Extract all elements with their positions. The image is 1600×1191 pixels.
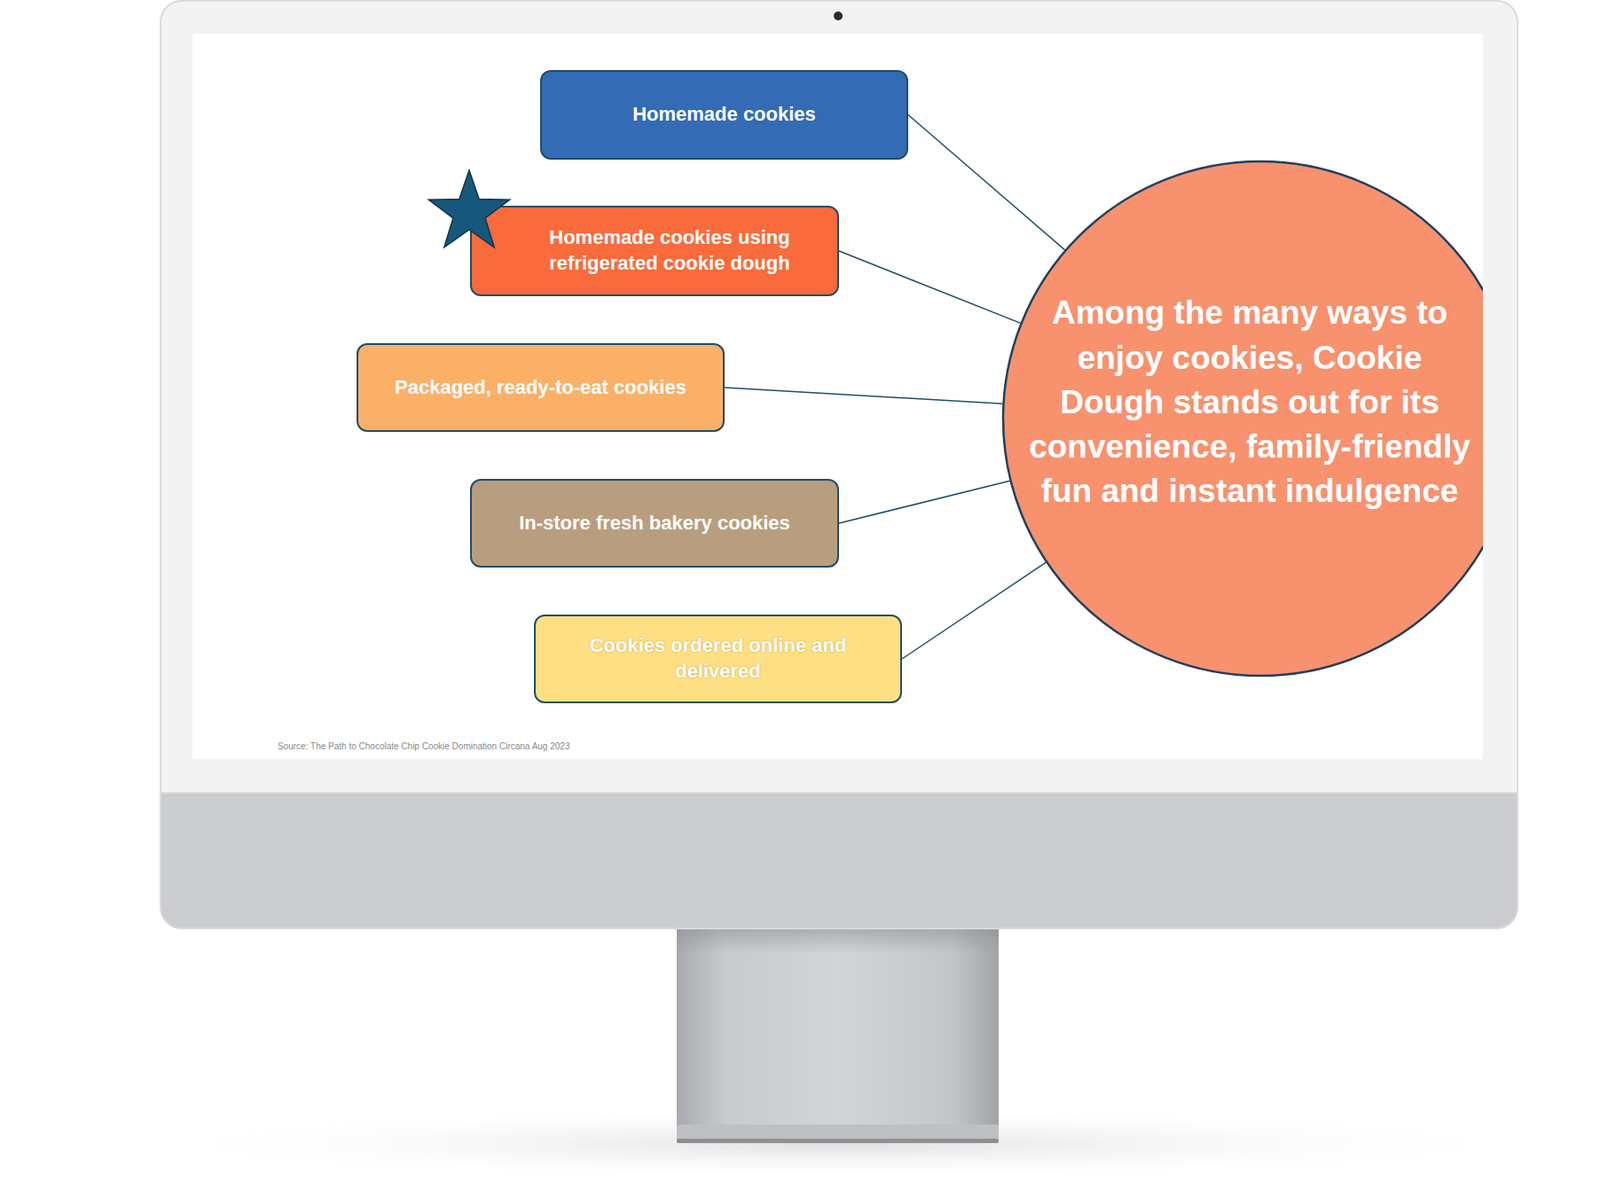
star-shape: [428, 170, 510, 248]
box-label: In-store fresh bakery cookies: [518, 510, 791, 537]
camera: [833, 11, 843, 21]
stand: [676, 926, 999, 1130]
source-note: Source: The Path to Chocolate Chip Cooki…: [277, 741, 570, 752]
channel-box: Packaged, ready-to-eat cookies: [356, 343, 725, 432]
channel-box: Cookies ordered online and delivered: [533, 614, 902, 704]
slide-screen: Homemade cookiesHomemade cookies using r…: [192, 33, 1483, 760]
circle-shape: [1003, 161, 1483, 676]
monitor-body: [160, 0, 1518, 929]
box-label: Homemade cookies using refrigerated cook…: [516, 225, 824, 276]
connector-line: [839, 250, 1021, 323]
connector-line: [724, 387, 1003, 404]
box-label: Cookies ordered online and delivered: [553, 633, 883, 684]
channel-box: In-store fresh bakery cookies: [470, 478, 840, 568]
monitor-bezel: [160, 0, 1518, 793]
channel-box: Homemade cookies: [540, 70, 909, 160]
summary-text: Among the many ways to enjoy cookies, Co…: [1027, 290, 1472, 515]
connector-line: [839, 480, 1011, 524]
star-marker: [420, 160, 518, 259]
connector-line: [908, 115, 1066, 251]
stand-shade: [676, 926, 999, 954]
connector-line: [901, 562, 1046, 659]
box-label: Homemade cookies: [632, 101, 816, 128]
stand-foot: [676, 1124, 999, 1143]
summary-circle: Among the many ways to enjoy cookies, Co…: [1001, 159, 1483, 678]
box-label: Packaged, ready-to-eat cookies: [394, 375, 687, 401]
stand-foot-edge: [676, 1138, 999, 1144]
channel-box: Homemade cookies using refrigerated cook…: [470, 205, 840, 297]
